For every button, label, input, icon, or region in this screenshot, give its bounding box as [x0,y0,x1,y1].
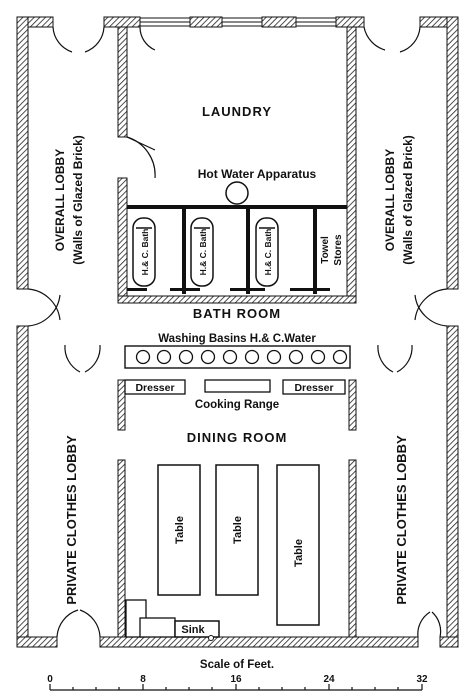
overall-lobby-left-line2: (Walls of Glazed Brick) [71,135,85,265]
scale-tick-8: 8 [140,674,146,685]
hot-water-label: Hot Water Apparatus [198,167,317,181]
private-lobby-right: PRIVATE CLOTHES LOBBY [394,435,409,605]
bathtubs [132,217,279,287]
sink-shelf [139,617,176,638]
bath-label-1: H.& C. Bath [140,229,150,276]
towel-label: Towel [320,236,331,264]
hot-water-apparatus [225,181,249,205]
washing-basins [135,349,348,365]
outer-walls [16,16,459,648]
bath-partitions [127,205,347,294]
scale-tick-24: 24 [323,674,335,685]
interior-walls [117,26,357,638]
dining-room-label: DINING ROOM [187,430,288,445]
bath-label-3: H.& C. Bath [263,229,273,276]
bath-room-label: BATH ROOM [193,306,281,321]
sink-label: Sink [181,624,205,636]
tables [157,464,320,626]
table-label-1: Table [174,516,186,544]
dresser-right [282,379,346,395]
scale-tick-0: 0 [47,674,53,685]
dresser-left-label: Dresser [135,382,174,394]
washing-basins-label: Washing Basins H.& C.Water [158,333,316,345]
scale-bar [49,684,423,691]
dresser-right-label: Dresser [294,382,333,394]
laundry-label: LAUNDRY [202,104,272,119]
overall-lobby-right-line1: OVERALL LOBBY [383,149,397,251]
scale-tick-32: 32 [416,674,428,685]
table-label-3: Table [293,539,305,567]
sink [174,620,220,638]
cooking-range-label: Cooking Range [195,399,279,411]
table-label-2: Table [232,516,244,544]
overall-lobby-right-line2: (Walls of Glazed Brick) [401,135,415,265]
top-windows [139,17,337,27]
door-swings [27,26,448,638]
scale-title: Scale of Feet. [200,659,274,671]
overall-lobby-left-line1: OVERALL LOBBY [53,149,67,251]
scale-tick-16: 16 [230,674,242,685]
dresser-left [124,379,186,395]
stores-label: Stores [333,234,344,266]
bath-label-2: H.& C. Bath [198,229,208,276]
cooking-range [204,379,271,393]
sink-drain [208,635,214,641]
private-lobby-left: PRIVATE CLOTHES LOBBY [64,435,79,605]
